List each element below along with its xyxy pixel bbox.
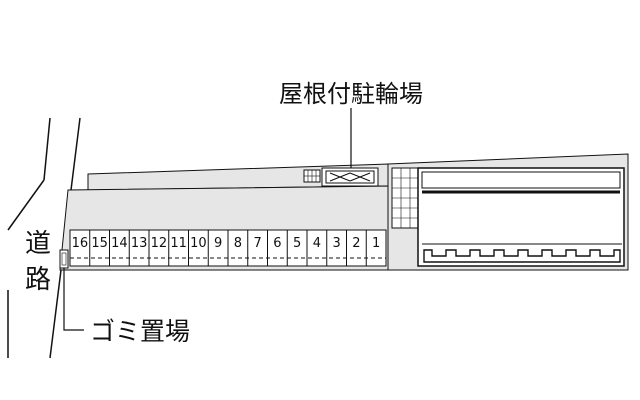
garbage-area-label: ゴミ置場	[90, 317, 190, 346]
road-label-top: 道	[25, 229, 51, 259]
parking-space-number: 11	[170, 236, 187, 251]
road-label-bottom: 路	[25, 265, 51, 295]
parking-space-number: 3	[332, 236, 340, 251]
parking-space-number: 15	[91, 236, 108, 251]
parking-space-number: 10	[190, 236, 207, 251]
parking-space-number: 5	[293, 236, 301, 251]
parking-space-number: 1	[372, 236, 380, 251]
parking-space-number: 4	[313, 236, 321, 251]
parking-space-number: 14	[111, 236, 128, 251]
road-edge-left-mid	[7, 179, 45, 231]
parking-space-number: 12	[151, 236, 168, 251]
bicycle-parking-label: 屋根付駐輪場	[279, 80, 423, 108]
parking-space-number: 7	[253, 236, 261, 251]
building-balconies	[423, 249, 621, 263]
parking-space-number: 8	[234, 236, 242, 251]
parking-space-number: 2	[352, 236, 360, 251]
garbage-area-leader	[63, 268, 84, 331]
roofed-bicycle-parking	[321, 167, 379, 187]
parking-space-number: 13	[131, 236, 148, 251]
parking-space-number: 16	[72, 236, 89, 251]
parking-space-number: 9	[214, 236, 222, 251]
parking-space-number: 6	[273, 236, 281, 251]
building-corridor	[421, 171, 621, 189]
road-edge-left-upper	[43, 117, 51, 181]
